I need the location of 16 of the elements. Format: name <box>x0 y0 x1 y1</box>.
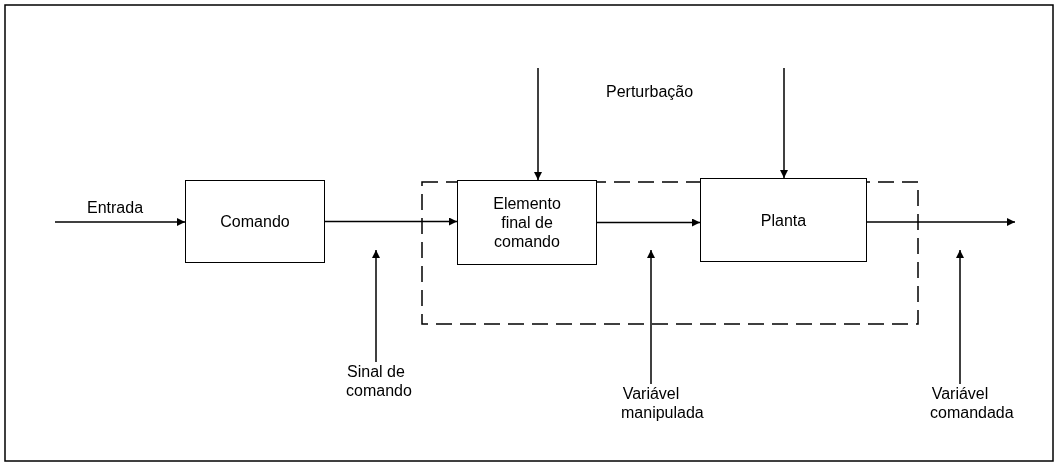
leader-arrow <box>956 249 964 385</box>
arrow <box>596 218 701 227</box>
signal-label: Variável manipulada <box>596 384 706 430</box>
arrow <box>780 67 788 179</box>
note-label: Perturbação <box>604 82 696 101</box>
process-box: Elemento final de comando <box>457 180 597 265</box>
arrow <box>534 67 542 181</box>
arrow <box>54 218 186 226</box>
arrow <box>866 218 1016 226</box>
leader-arrow <box>372 249 380 363</box>
process-box: Planta <box>700 178 867 262</box>
arrow <box>324 217 458 226</box>
signal-label: Variável comandada <box>905 384 1015 430</box>
process-box: Comando <box>185 180 325 263</box>
signal-label: Sinal de comando <box>321 362 431 408</box>
leader-arrow <box>647 249 655 385</box>
